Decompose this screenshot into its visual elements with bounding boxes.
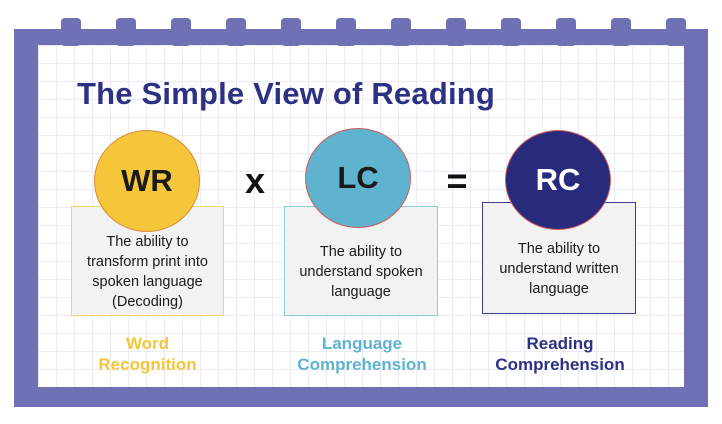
rc-description-line: The ability to	[517, 241, 601, 257]
wr-description-line: (Decoding)	[112, 294, 183, 310]
lc-description-line: language	[331, 284, 391, 300]
wr-abbreviation: WR	[121, 163, 173, 198]
rc-description-line: language	[529, 281, 589, 297]
binding-tab	[666, 18, 686, 46]
binding-tab	[336, 18, 356, 46]
binding-tab	[446, 18, 466, 46]
rc-abbreviation: RC	[535, 162, 581, 197]
rc-circle: RC	[505, 130, 611, 230]
rc-label-line: Reading	[526, 334, 594, 353]
wr-description-line: transform print into	[87, 254, 208, 270]
binding-tab	[171, 18, 191, 46]
rc-label-line: Comprehension	[495, 355, 625, 374]
lc-label-line: Comprehension	[297, 355, 427, 374]
binding-tab	[281, 18, 301, 46]
binding-tab	[61, 18, 81, 46]
wr-label: Word Recognition	[60, 333, 235, 375]
equals-operator: =	[446, 160, 468, 201]
rc-description-line: understand written	[499, 261, 619, 277]
page-title: The Simple View of Reading	[77, 76, 496, 111]
lc-description-line: understand spoken	[299, 264, 423, 280]
wr-description-line: The ability to	[106, 234, 189, 250]
lc-label-line: Language	[321, 334, 403, 353]
binding-tab	[391, 18, 411, 46]
wr-description-line: spoken language	[92, 274, 203, 290]
lc-description-line: The ability to	[319, 244, 403, 260]
binding-tab	[116, 18, 136, 46]
lc-circle: LC	[305, 128, 411, 228]
wr-circle: WR	[94, 130, 200, 232]
binding-tab	[611, 18, 631, 46]
multiply-operator: x	[244, 160, 266, 201]
binding-tab	[556, 18, 576, 46]
lc-abbreviation: LC	[337, 160, 379, 195]
wr-label-line: Word	[125, 334, 170, 353]
wr-label-line: Recognition	[98, 355, 197, 374]
lc-label: Language Comprehension	[272, 333, 452, 375]
binding-tab	[226, 18, 246, 46]
rc-label: Reading Comprehension	[470, 333, 650, 375]
binding-tab	[501, 18, 521, 46]
